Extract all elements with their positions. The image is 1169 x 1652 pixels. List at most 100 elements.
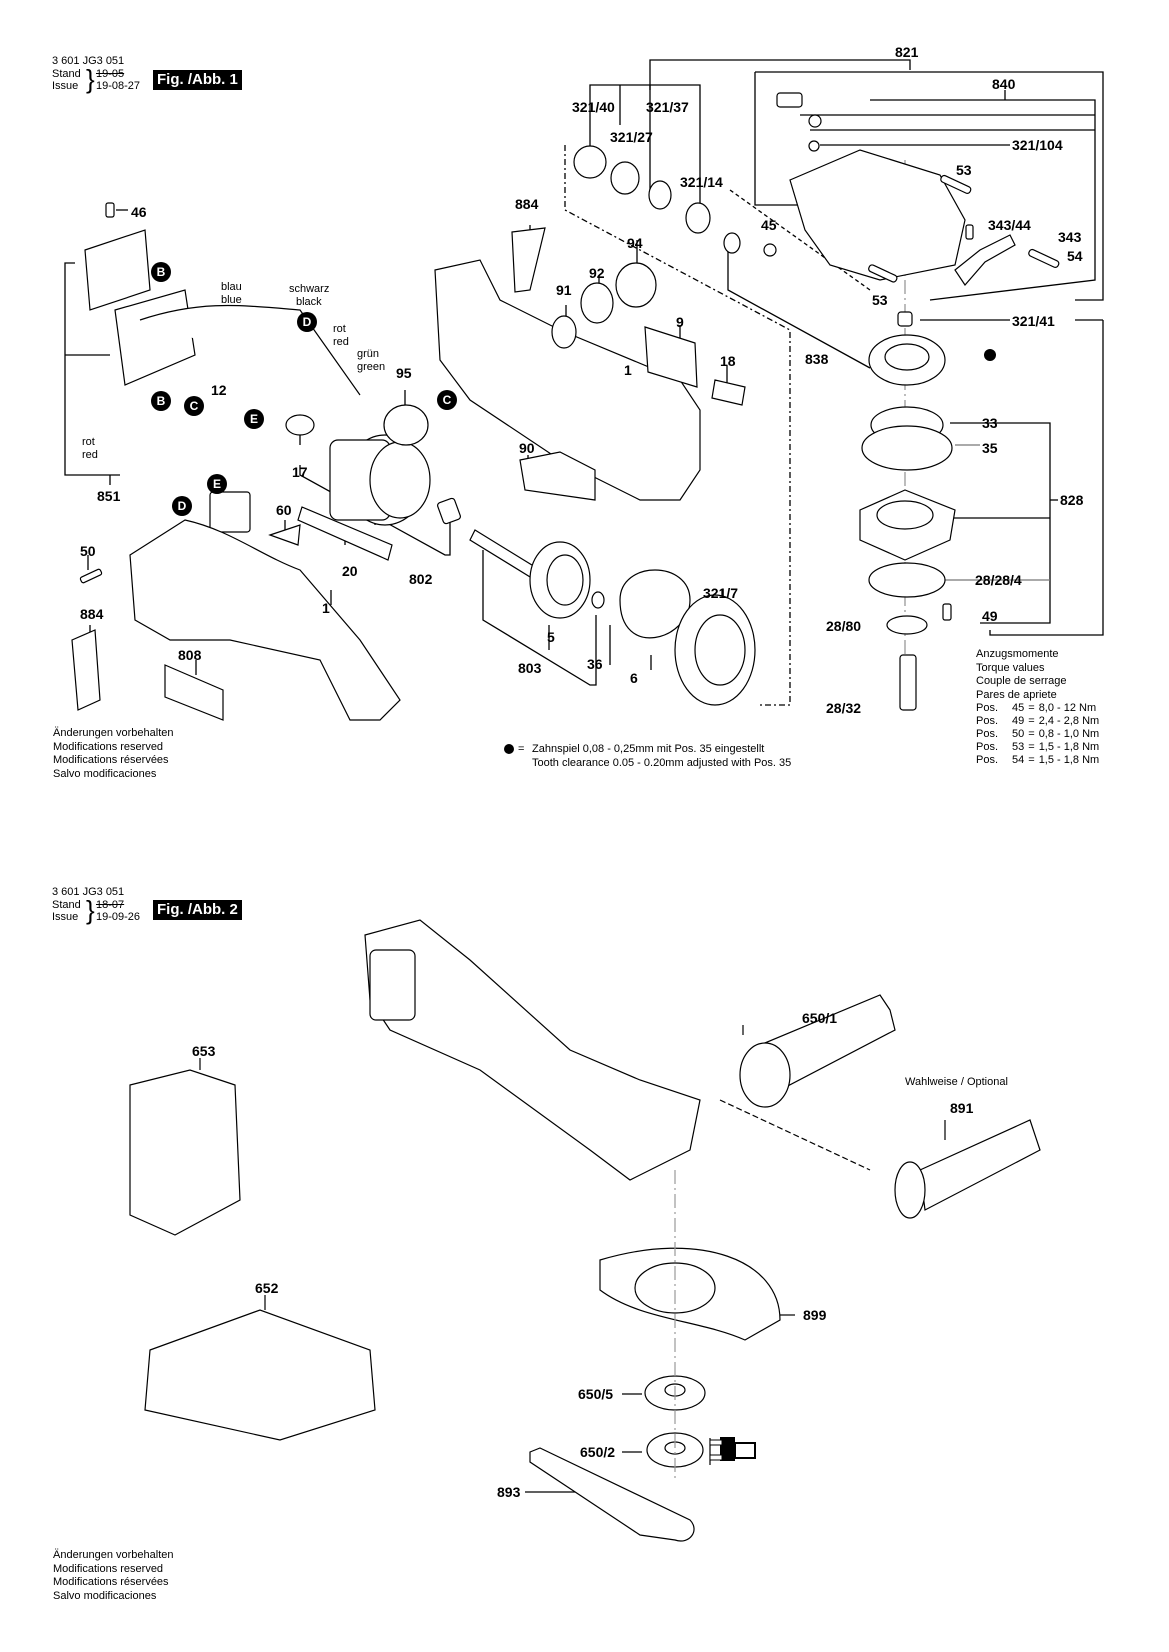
callout-28-80: 28/80: [826, 618, 862, 634]
torque-eq: =: [1028, 715, 1035, 727]
callout-33: 33: [982, 415, 998, 431]
callout-803: 803: [518, 660, 542, 676]
torque-pos: Pos.: [976, 715, 999, 727]
callout-45: 45: [761, 217, 777, 233]
part-321-40: [573, 145, 607, 179]
wire-label-gruen: grün: [357, 348, 380, 360]
part-95: [383, 404, 429, 446]
part-17: [285, 414, 315, 436]
callout-899: 899: [803, 1307, 827, 1323]
fig2-battery-653: [129, 1069, 241, 1236]
torque-row: Pos.53=1,5 - 1,8 Nm: [976, 741, 1103, 754]
callout-821: 821: [895, 44, 919, 60]
callout-321-7: 321/7: [703, 585, 739, 601]
tooth-note-en: Tooth clearance 0.05 - 0.20mm adjusted w…: [532, 757, 792, 769]
bracket-840: [870, 99, 1096, 301]
part-884-vent-upper: [511, 227, 546, 293]
connector-d-2: D: [172, 496, 192, 516]
modifications-de: Änderungen vorbehalten: [53, 727, 174, 739]
part-20: [297, 506, 393, 561]
fig2-stand-label: Stand: [52, 899, 81, 911]
fig1-issue-date: 19-08-27: [96, 80, 141, 92]
connector-c-1: C: [184, 396, 204, 416]
wire-label-red: red: [333, 336, 349, 348]
callout-94: 94: [627, 235, 643, 251]
callout-49: 49: [982, 608, 998, 624]
connector-b-1: B: [151, 262, 171, 282]
optional-note: Wahlweise / Optional: [905, 1076, 1008, 1088]
part-switch: [209, 491, 251, 533]
part-321-37: [648, 180, 672, 210]
fig1-part-number: 3 601 JG3 051: [52, 55, 125, 67]
part-840-spring: [808, 114, 822, 128]
fig2-issue-label: Issue: [52, 911, 79, 923]
torque-value: 1,5 - 1,8 Nm: [1038, 741, 1100, 753]
callout-28-32: 28/32: [826, 700, 862, 716]
callout-891: 891: [950, 1100, 974, 1116]
part-90: [519, 451, 596, 501]
part-1-housing-upper: [434, 259, 701, 501]
modifications-fr: Modifications réservées: [53, 1576, 169, 1588]
part-45-nut: [763, 243, 777, 257]
torque-row: Pos.50=0,8 - 1,0 Nm: [976, 728, 1103, 741]
callout-35: 35: [982, 440, 998, 456]
part-35-gasket: [861, 425, 953, 471]
fig2-modifications: Änderungen vorbehalten Modifications res…: [53, 1549, 173, 1603]
callout-321-41: 321/41: [1012, 313, 1055, 329]
part-60: [268, 524, 301, 546]
wire-label-blue: blue: [221, 294, 242, 306]
wire-label-rot: rot: [333, 323, 346, 335]
wire-label-black: black: [296, 296, 322, 308]
fig1-issue-label: Issue: [52, 80, 79, 92]
connector-b-2: B: [151, 391, 171, 411]
modifications-fr: Modifications réservées: [53, 754, 169, 766]
callout-36: 36: [587, 656, 603, 672]
part-884-vent-lower: [71, 629, 101, 711]
torque-title-es: Pares de apriete: [976, 688, 1057, 701]
callout-91: 91: [556, 282, 572, 298]
part-28-80: [886, 615, 928, 635]
part-6-cover: [619, 569, 691, 639]
callout-343-44: 343/44: [988, 217, 1031, 233]
torque-value: 2,4 - 2,8 Nm: [1038, 715, 1100, 727]
torque-value: 1,5 - 1,8 Nm: [1038, 754, 1100, 766]
torque-values-block: Anzugsmomente Torque values Couple de se…: [976, 648, 1103, 767]
part-18: [711, 379, 746, 406]
part-28-32-spindle: [899, 654, 917, 711]
callout-650-2: 650/2: [580, 1444, 616, 1460]
callout-17: 17: [292, 464, 308, 480]
part-46-spring: [105, 202, 115, 218]
callout-6: 6: [630, 670, 638, 686]
torque-row: Pos.45=8,0 - 12 Nm: [976, 702, 1103, 715]
torque-value: 0,8 - 1,0 Nm: [1038, 728, 1100, 740]
callout-321-27: 321/27: [610, 129, 653, 145]
callout-46: 46: [131, 204, 147, 220]
part-49-screw: [942, 603, 952, 621]
callout-321-37: 321/37: [646, 99, 689, 115]
connector-e-1: E: [244, 409, 264, 429]
callout-828: 828: [1060, 492, 1084, 508]
torque-eq: =: [1028, 741, 1035, 753]
part-808-label: [164, 664, 224, 721]
connector-d-1: D: [297, 312, 317, 332]
torque-row: Pos.54=1,5 - 1,8 Nm: [976, 754, 1103, 767]
modifications-es: Salvo modificaciones: [53, 1589, 157, 1602]
part-803-shaft: [469, 529, 541, 581]
callout-92: 92: [589, 265, 605, 281]
fig1-stand-label: Stand: [52, 68, 81, 80]
part-switch-plate: [84, 229, 151, 311]
callout-20: 20: [342, 563, 358, 579]
fig2-label: Fig. /Abb. 2: [153, 900, 242, 920]
part-28-28-4: [868, 562, 946, 598]
fig1-stand-date: 19-05: [96, 68, 125, 80]
torque-title-de: Anzugsmomente: [976, 648, 1059, 660]
wire-label-rot-2: rot: [82, 436, 95, 448]
fig1-brace: }: [86, 64, 95, 94]
part-94: [615, 262, 657, 308]
callout-321-104: 321/104: [1012, 137, 1063, 153]
callout-808: 808: [178, 647, 202, 663]
torque-pos: Pos.: [976, 754, 999, 766]
connector-e-2: E: [207, 474, 227, 494]
torque-eq: =: [1028, 754, 1035, 766]
tooth-clearance-dot: [984, 349, 996, 361]
